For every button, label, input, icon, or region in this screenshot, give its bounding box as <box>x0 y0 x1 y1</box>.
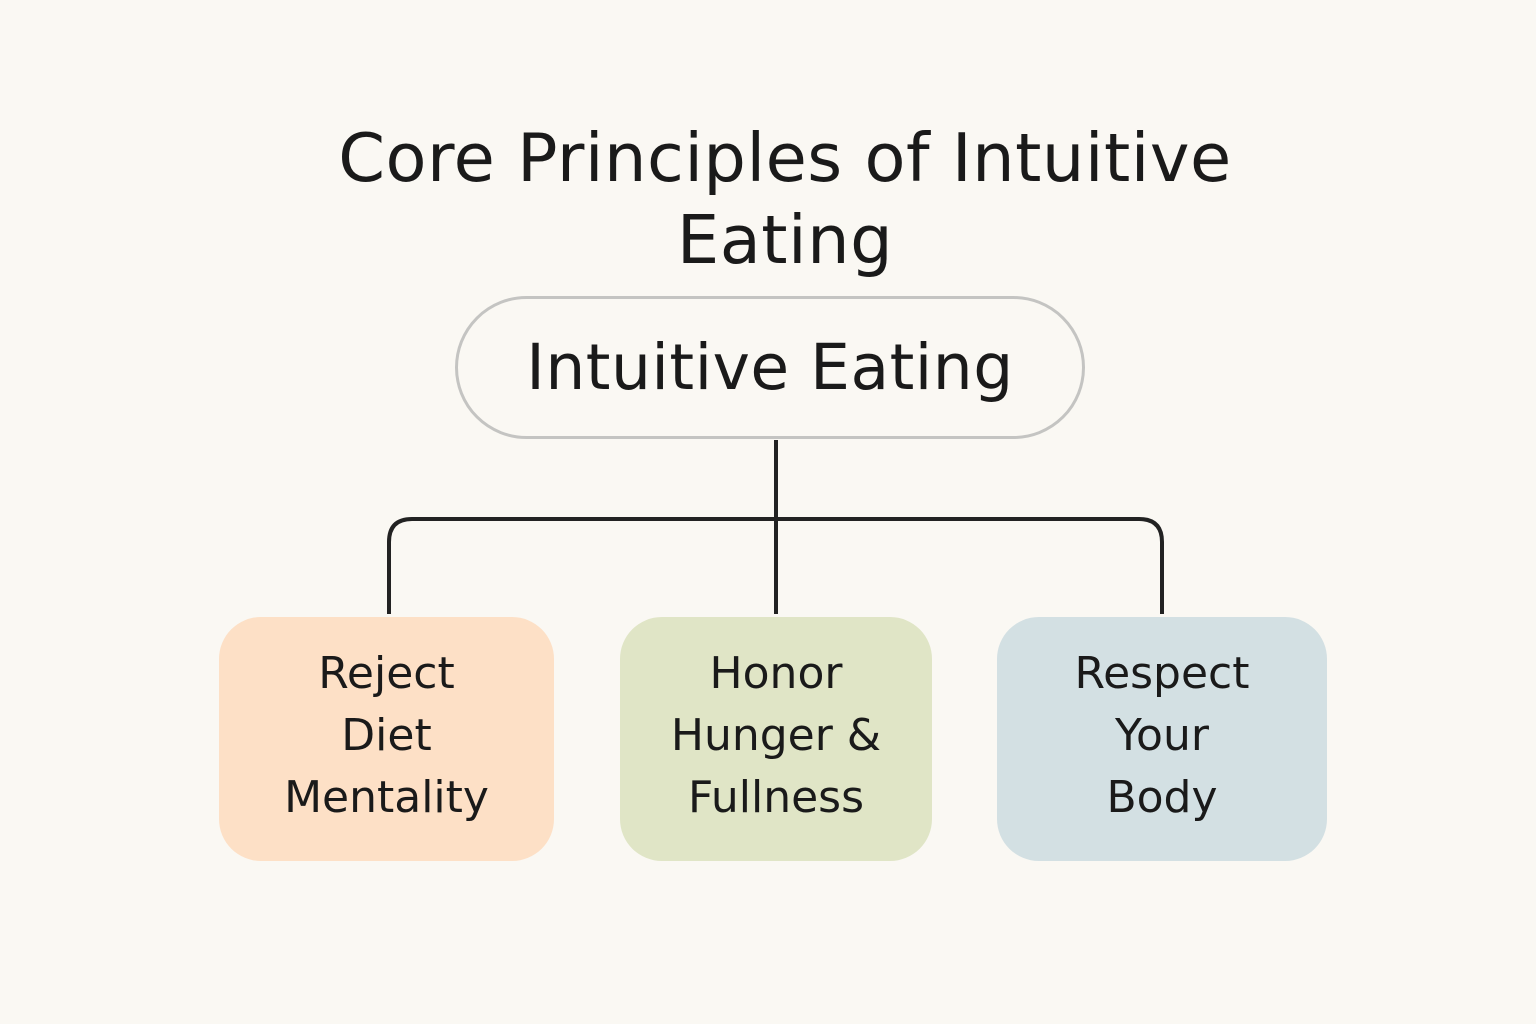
principle-line: Mentality <box>284 772 489 823</box>
principle-line: Your <box>1115 710 1209 761</box>
principle-line: Diet <box>341 710 432 761</box>
principle-line: Hunger & <box>670 710 882 761</box>
title-line-1: Core Principles of Intuitive <box>338 118 1232 197</box>
title-line-2: Eating <box>676 200 894 279</box>
principle-line: Body <box>1106 772 1218 823</box>
principle-node-honor-hunger-fullness: Honor Hunger & Fullness <box>620 617 932 861</box>
principle-line: Respect <box>1074 648 1250 699</box>
root-node-label: Intuitive Eating <box>526 331 1014 404</box>
principle-node-respect-your-body: Respect Your Body <box>997 617 1327 861</box>
principle-line: Honor <box>709 648 843 699</box>
principle-node-text: Reject Diet Mentality <box>284 643 489 835</box>
principle-node-text: Respect Your Body <box>1074 643 1249 835</box>
diagram-title: Core Principles of Intuitive Eating <box>268 117 1302 281</box>
connector-branch <box>387 517 1164 614</box>
root-node: Intuitive Eating <box>455 296 1085 439</box>
principle-node-reject-diet-mentality: Reject Diet Mentality <box>219 617 554 861</box>
principle-node-text: Honor Hunger & Fullness <box>671 643 881 835</box>
principle-line: Fullness <box>687 772 865 823</box>
principle-line: Reject <box>318 648 455 699</box>
